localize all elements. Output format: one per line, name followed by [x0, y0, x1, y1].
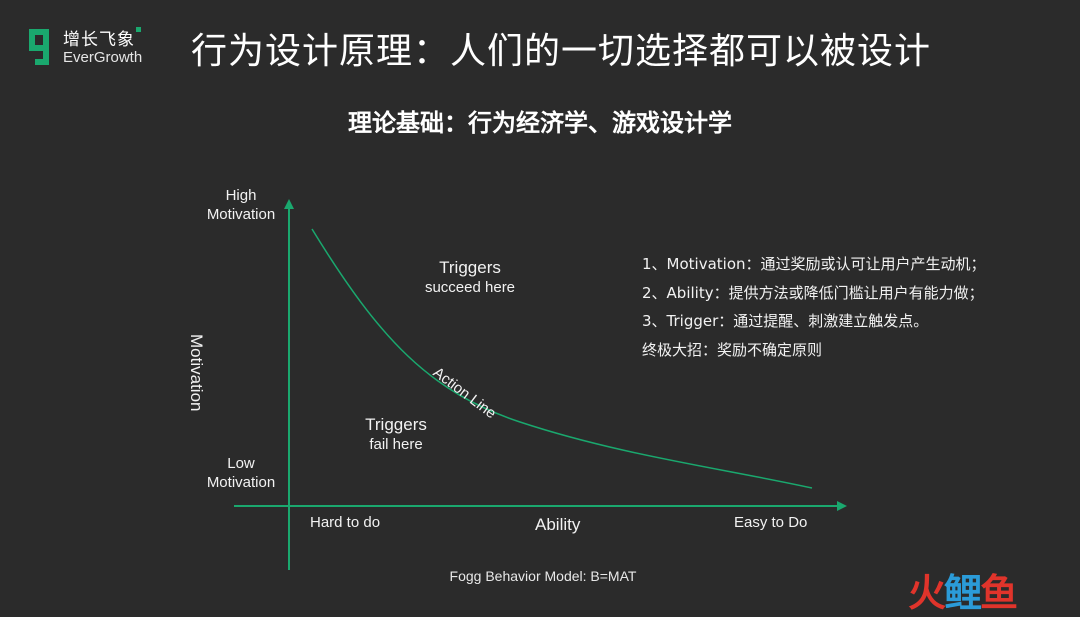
y-axis-high-label: High Motivation [196, 186, 286, 224]
region-above-subtitle: succeed here [424, 279, 516, 296]
y-axis-low-text: Low Motivation [206, 455, 276, 491]
y-axis-high-text: High Motivation [206, 187, 276, 223]
watermark-logo: 火鲤鱼 [908, 562, 1018, 617]
note-item: 2、Ability：提供方法或降低门槛让用户有能力做； [642, 283, 984, 302]
watermark-char: 鲤 [944, 571, 982, 615]
watermark-char: 鱼 [980, 571, 1018, 615]
y-axis-low-label: Low Motivation [196, 454, 286, 492]
diagram-caption: Fogg Behavior Model: B=MAT [449, 568, 637, 584]
region-below-title: Triggers [365, 415, 427, 434]
notes-list: 1、Motivation：通过奖励或认可让用户产生动机； 2、Ability：提… [642, 250, 986, 364]
brand-logo: 增长飞象 EverGrowth [26, 24, 166, 74]
brand-name-cn: 增长飞象 [63, 30, 135, 50]
action-line-curve [311, 228, 813, 489]
brand-dot [136, 27, 141, 32]
region-below-subtitle: fail here [369, 436, 423, 453]
x-axis-title: Ability [535, 515, 581, 534]
x-axis-left-label: Hard to do [310, 514, 381, 531]
slide-title: 行为设计原理：人们的一切选择都可以被设计 [191, 31, 932, 72]
region-above-title: Triggers [439, 258, 501, 277]
evergrowth-logo-icon [29, 29, 49, 65]
x-axis-right-label: Easy to Do [734, 514, 808, 531]
watermark-char: 火 [908, 571, 946, 615]
brand-name-en: EverGrowth [63, 49, 143, 66]
slide-subtitle: 理论基础：行为经济学、游戏设计学 [348, 109, 732, 137]
note-item: 3、Trigger：通过提醒、刺激建立触发点。 [642, 312, 929, 330]
note-item: 1、Motivation：通过奖励或认可让用户产生动机； [642, 255, 986, 273]
y-axis-title: Motivation [187, 334, 206, 412]
note-item: 终极大招：奖励不确定原则 [642, 340, 823, 359]
